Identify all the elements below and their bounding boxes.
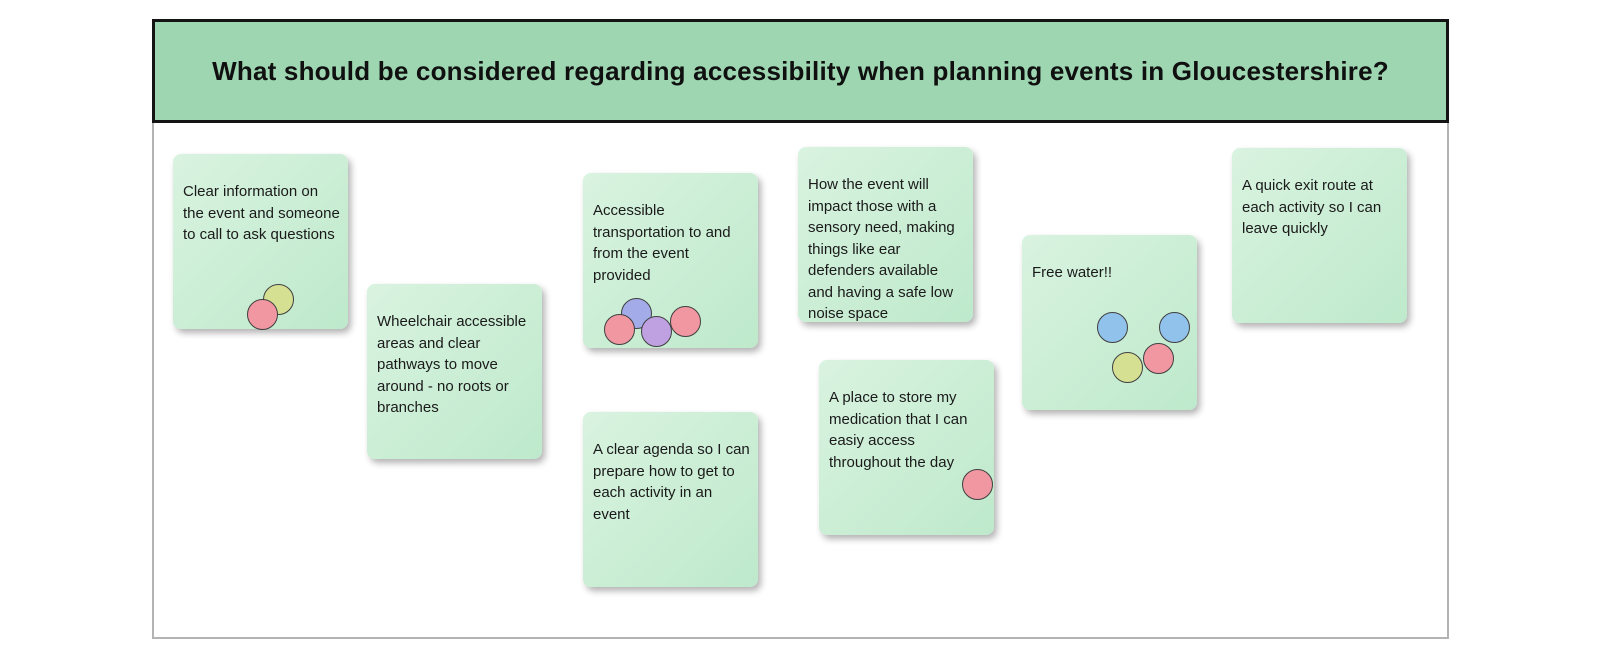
vote-dot-pink[interactable]: [1142, 342, 1174, 374]
board-title: What should be considered regarding acce…: [212, 55, 1389, 86]
sticky-note-sensory-need[interactable]: How the event will impact those with a s…: [798, 147, 973, 322]
board-title-banner[interactable]: What should be considered regarding acce…: [152, 19, 1449, 123]
vote-dot-periwinkle[interactable]: [620, 297, 652, 329]
sticky-note-clear-agenda[interactable]: A clear agenda so I can prepare how to g…: [583, 412, 758, 587]
sticky-note-medication-storage[interactable]: A place to store my medication that I ca…: [819, 360, 994, 535]
vote-dot-pink[interactable]: [246, 298, 278, 330]
vote-dot-sky-blue[interactable]: [1096, 311, 1128, 343]
sticky-note-text: A clear agenda so I can prepare how to g…: [593, 441, 750, 523]
sticky-note-text: A place to store my medication that I ca…: [829, 389, 968, 471]
vote-dot-yellow-green[interactable]: [1111, 351, 1143, 383]
sticky-note-free-water[interactable]: Free water!!: [1022, 235, 1197, 410]
vote-dot-pink[interactable]: [603, 313, 635, 345]
sticky-note-text: How the event will impact those with a s…: [808, 176, 955, 322]
sticky-note-wheelchair-access[interactable]: Wheelchair accessible areas and clear pa…: [367, 284, 542, 459]
sticky-note-text: A quick exit route at each activity so I…: [1242, 177, 1382, 237]
board-frame: What should be considered regarding acce…: [152, 19, 1449, 639]
vote-dot-sky-blue[interactable]: [1158, 311, 1190, 343]
vote-dot-pink[interactable]: [961, 468, 993, 500]
sticky-note-text: Accessible transportation to and from th…: [593, 202, 731, 284]
sticky-note-text: Clear information on the event and someo…: [183, 183, 340, 243]
vote-dot-pink[interactable]: [669, 305, 701, 337]
sticky-note-accessible-transport[interactable]: Accessible transportation to and from th…: [583, 173, 758, 348]
vote-dot-purple[interactable]: [640, 315, 672, 347]
sticky-note-text: Wheelchair accessible areas and clear pa…: [377, 313, 527, 416]
sticky-note-text: Free water!!: [1032, 264, 1113, 281]
sticky-note-clear-information[interactable]: Clear information on the event and someo…: [173, 154, 348, 330]
sticky-note-quick-exit[interactable]: A quick exit route at each activity so I…: [1232, 148, 1407, 323]
